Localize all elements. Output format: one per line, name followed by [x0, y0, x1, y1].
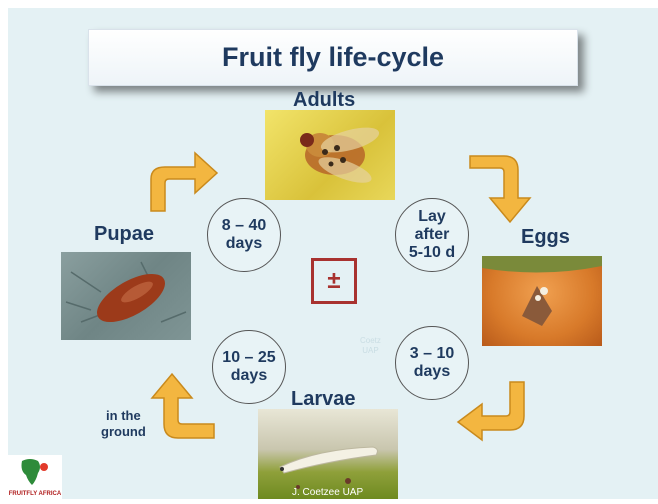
- arrow-larvae-to-pupae-icon: [148, 368, 218, 442]
- center-symbol-box: ±: [311, 258, 357, 304]
- duration-line-2: after: [409, 226, 455, 244]
- eggs-photo: [482, 256, 602, 346]
- center-symbol: ±: [327, 267, 340, 295]
- duration-unit: days: [222, 235, 266, 253]
- faint-watermark-text: Coetz UAP: [360, 336, 381, 356]
- adult-fly-photo: [265, 110, 395, 200]
- larva-photo: [258, 409, 398, 499]
- logo-text: FRUITFLY AFRICA: [9, 491, 62, 497]
- faint-line-1: Coetz: [360, 336, 381, 345]
- fruitfly-africa-logo: FRUITFLY AFRICA: [8, 455, 62, 499]
- pupa-photo: [61, 252, 191, 340]
- duration-value: 3 – 10: [410, 345, 454, 363]
- photo-credit: J. Coetzee UAP: [292, 487, 363, 498]
- arrow-adults-to-eggs-icon: [466, 150, 536, 230]
- arrow-pupae-to-adults-icon: [143, 145, 223, 215]
- duration-unit: days: [410, 363, 454, 381]
- duration-larvae-to-pupae: 10 – 25days: [212, 330, 286, 404]
- duration-lay-after: Layafter5-10 d: [395, 198, 469, 272]
- stage-label-pupae: Pupae: [94, 223, 154, 246]
- stage-label-adults: Adults: [293, 89, 355, 112]
- ground-line-1: in the: [106, 408, 141, 423]
- duration-value: 8 – 40: [222, 217, 266, 235]
- ground-line-2: ground: [101, 424, 146, 439]
- duration-line-1: Lay: [409, 208, 455, 226]
- duration-unit: days: [222, 367, 275, 385]
- duration-line-3: 5-10 d: [409, 244, 455, 262]
- page-title: Fruit fly life-cycle: [222, 42, 444, 73]
- arrow-eggs-to-larvae-icon: [452, 378, 532, 444]
- in-the-ground-label: in the ground: [101, 408, 146, 440]
- stage-label-larvae: Larvae: [291, 388, 356, 411]
- title-box: Fruit fly life-cycle: [88, 29, 578, 86]
- duration-value: 10 – 25: [222, 349, 275, 367]
- faint-line-2: UAP: [362, 346, 378, 355]
